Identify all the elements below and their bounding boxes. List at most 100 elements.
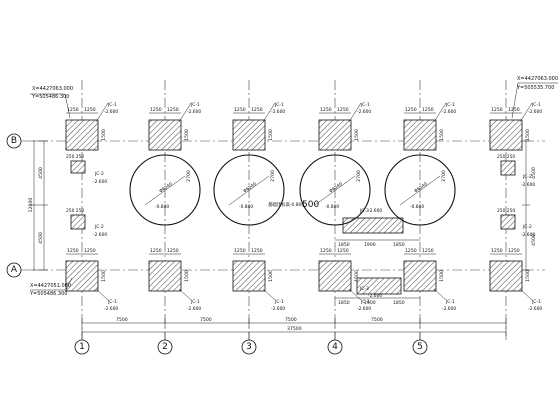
pad-dim-left: 1250 (491, 248, 503, 254)
footing-label: JC-1 (274, 299, 284, 305)
tank-side-dim: 2700 (441, 170, 447, 182)
tank-diameter: Φ6540 (158, 181, 174, 194)
small-footing-label-top-left: JC-2 (94, 171, 104, 177)
tank-elevation: -0.800 (155, 204, 169, 210)
footing-label: JC-1 (107, 102, 117, 108)
footing-pad (489, 260, 523, 292)
footing-label: JC-1 (445, 299, 455, 305)
pad-dim-side: 1500 (101, 129, 107, 141)
dim-right-upper: 4500 (531, 167, 537, 179)
footing-label: JC-1 (190, 102, 200, 108)
beam-dim-b-2: 1900 (364, 300, 376, 306)
footing-pad (148, 119, 182, 151)
pad-dim-right: 1250 (84, 107, 96, 113)
footing-elevation: -2.600 (528, 109, 542, 115)
tank-ring (129, 154, 201, 226)
row-axis-b-label: B (11, 136, 17, 146)
footing-label: JC-1 (445, 102, 455, 108)
small-footing-dims-bottom-right: 250 250 (497, 208, 515, 214)
dim-left-lower: 4500 (38, 232, 44, 244)
coord-bottom-left-x: X=4427051.000 (30, 283, 71, 289)
footing-label: JC-1 (274, 102, 284, 108)
footing-pad (65, 119, 99, 151)
total-dim: 37500 (287, 326, 302, 332)
pad-dim-left: 1250 (150, 248, 162, 254)
pad-dim-right: 1250 (251, 107, 263, 113)
column-axis-5-label: 5 (417, 342, 423, 352)
footing-elevation: -2.600 (357, 109, 371, 115)
tank-ring (299, 154, 371, 226)
footing-elevation: -2.600 (104, 109, 118, 115)
tank-diameter: Φ6540 (242, 181, 258, 194)
footing-elevation: -2.600 (271, 306, 285, 312)
pad-dim-left: 1250 (491, 107, 503, 113)
dim-left-upper: 4500 (38, 167, 44, 179)
coord-bottom-left-y: Y=505486.300 (29, 291, 67, 297)
footing-pad (403, 119, 437, 151)
tank-center-extra: 500 (302, 200, 319, 210)
pad-dim-side: 1500 (184, 270, 190, 282)
pad-dim-left: 1250 (405, 248, 417, 254)
bottom-dimensions: 7500 7500 7500 7500 37500 (81, 317, 507, 336)
pad-dim-right: 1250 (337, 107, 349, 113)
pad-dim-right: 1250 (422, 248, 434, 254)
bay-dim-1: 7500 (116, 317, 128, 323)
coordinate-callouts: X=4427063.000 Y=505486.300 X=4427063.000… (29, 76, 558, 297)
tank-ring (213, 154, 285, 226)
bay-dim-2: 7500 (200, 317, 212, 323)
small-footings: JC-2 -2.600 JC-2 -2.600 JC-2 -2.600 JC-2… (66, 154, 535, 238)
small-footing-elev-bottom-left: -2.600 (93, 232, 107, 238)
tank-elevation: -0.800 (239, 204, 253, 210)
beam-dim-a-1: 1850 (338, 242, 350, 248)
coord-top-left-x: X=4427063.000 (32, 86, 73, 92)
footing-pad (318, 119, 352, 151)
pad-dim-left: 1250 (67, 248, 79, 254)
tank-diameter: Φ6540 (328, 181, 344, 194)
tank-elevation: -0.800 (410, 204, 424, 210)
footing-elevation: -2.600 (442, 109, 456, 115)
pad-dim-side: 1500 (184, 129, 190, 141)
footing-pad (403, 260, 437, 292)
small-footing-elev-top-left: -2.600 (93, 179, 107, 185)
row-axis-b: B (6, 133, 22, 149)
strip-footing-elev-upper: -2.600 (368, 208, 382, 214)
tank-side-dim: 2700 (270, 170, 276, 182)
pad-dim-right: 1250 (508, 107, 520, 113)
footing-elevation: -2.600 (271, 109, 285, 115)
beam-dim-a-3: 1850 (393, 242, 405, 248)
column-axis-3: 3 (241, 332, 257, 355)
column-axis-2-label: 2 (162, 342, 168, 352)
pad-dim-side: 1500 (354, 129, 360, 141)
pad-dim-right: 1250 (422, 107, 434, 113)
tank-ring (384, 154, 456, 226)
small-footing-dims-top-left: 250 250 (66, 154, 84, 160)
pad-dim-left: 1250 (67, 107, 79, 113)
pad-dim-left: 1250 (320, 107, 332, 113)
pad-dim-left: 1250 (150, 107, 162, 113)
pad-dim-right: 1250 (508, 248, 520, 254)
pad-dim-right: 1250 (337, 248, 349, 254)
coord-top-right-x: X=4427063.000 (517, 76, 558, 82)
tank-center-elevation: 基础顶标高-0.800 (268, 201, 304, 208)
left-dimensions: 12000 4500 4500 (28, 140, 48, 271)
pad-dim-side: 1500 (525, 129, 531, 141)
footing-elevation: -2.600 (528, 306, 542, 312)
footing-pad (232, 119, 266, 151)
coord-top-left-y: Y=505486.300 (31, 94, 69, 100)
footing-label: JC-1 (531, 102, 541, 108)
pad-dim-side: 1500 (101, 270, 107, 282)
pad-dim-right: 1250 (251, 248, 263, 254)
column-axis-3-label: 3 (246, 342, 252, 352)
footing-label: JC-1 (531, 299, 541, 305)
tank-diameter: Φ6540 (413, 181, 429, 194)
